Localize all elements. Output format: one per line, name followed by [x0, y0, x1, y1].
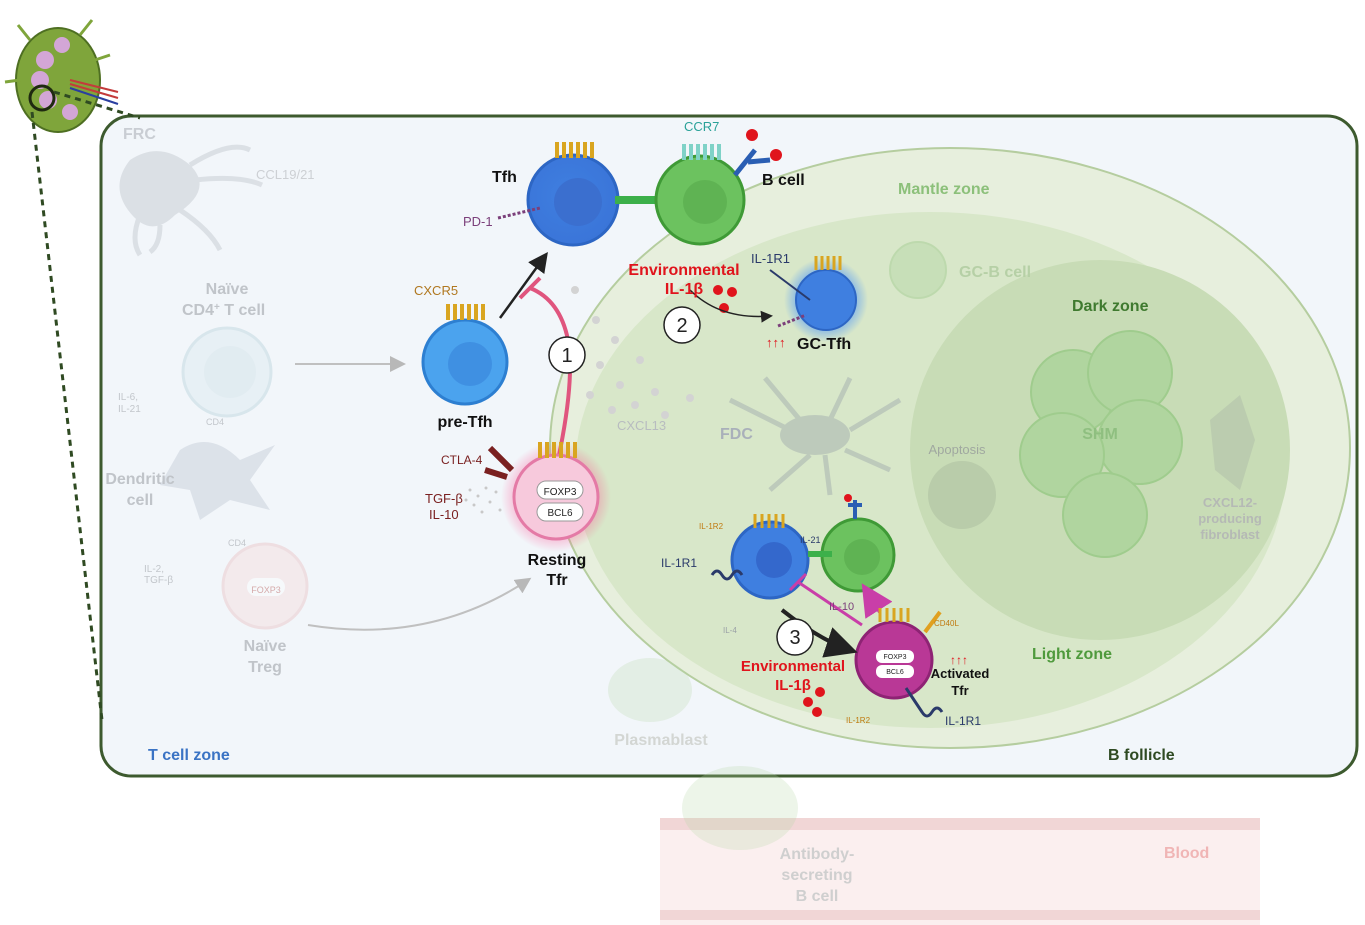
foxp3-act-label: FOXP3: [884, 654, 907, 661]
asc-label-line2: secreting: [781, 867, 852, 884]
mantle-zone-label: Mantle zone: [898, 181, 990, 198]
cxcl12-label-line2: producing: [1198, 511, 1262, 526]
b-follicle-label: B follicle: [1108, 747, 1175, 764]
il6-label: IL-6,: [118, 392, 138, 403]
cxcl13-dots: [571, 286, 694, 419]
tgfb-naive-label: TGF-β: [144, 575, 173, 586]
resting-tfr-label-line1: Resting: [528, 552, 587, 569]
tfh-cell: [497, 142, 667, 247]
tgfb-label: TGF-β: [425, 491, 463, 506]
b-cell: [654, 129, 782, 246]
naive-cd4-label-line2: CD4+ T cell: [182, 302, 265, 320]
naive-treg-label-line1: Naïve: [244, 638, 287, 655]
il10-rest-label: IL-10: [429, 507, 459, 522]
env-il1b-bottom-line1: Environmental: [741, 658, 845, 675]
env-il1b-top-line2: IL-1β: [665, 281, 703, 298]
apoptosis-label: Apoptosis: [928, 442, 986, 457]
tgfb-dots: [464, 486, 502, 514]
ccr7-label: CCR7: [684, 119, 719, 134]
cd40l-label: CD40L: [934, 619, 959, 628]
dark-zone-label: Dark zone: [1072, 298, 1149, 315]
cd4-label-b: CD4: [228, 538, 246, 548]
il4-label: IL-4: [723, 626, 737, 635]
step-3-label: 3: [789, 627, 800, 649]
up-arrows-gc-tfh: ↑↑↑: [766, 335, 786, 350]
resting-tfr-cell: [484, 442, 611, 552]
lymph-node-icon: [4, 19, 119, 133]
step-2-label: 2: [676, 315, 687, 337]
antibody-secreting-b-cell: [682, 766, 798, 850]
foxp3-naive-label: FOXP3: [251, 585, 281, 595]
il21-label-gc: IL-21: [800, 535, 821, 545]
il1r1-left-label: IL-1R1: [661, 556, 697, 570]
naive-cd4-label-line1: Naïve: [206, 281, 249, 298]
shm-label: SHM: [1082, 426, 1118, 443]
bcl6-rest-label: BCL6: [547, 508, 572, 519]
frc-cell: [119, 144, 264, 257]
ctla4-label: CTLA-4: [441, 453, 483, 467]
pre-tfh-label: pre-Tfh: [437, 414, 492, 431]
cxcl12-fibroblast: [1210, 395, 1255, 490]
ccl19-21-label: CCL19/21: [256, 167, 315, 182]
env-il1b-bottom-line2: IL-1β: [775, 677, 811, 694]
up-arrows-tfr: ↑↑↑: [950, 653, 968, 667]
il1r2-left-label: IL-1R2: [699, 522, 724, 531]
il10-act-label: IL-10: [829, 601, 854, 613]
bcl6-act-label: BCL6: [886, 669, 904, 676]
cxcl12-label-line3: fibroblast: [1200, 527, 1260, 542]
gc-tfh-cell: [769, 256, 868, 342]
blood-vessel: [660, 818, 1260, 925]
fdc-label: FDC: [720, 426, 753, 443]
foxp3-rest-label: FOXP3: [544, 487, 577, 498]
gc-b-cell: [889, 241, 947, 299]
env-il1b-top-line1: Environmental: [628, 262, 739, 279]
dendritic-cell: [160, 442, 275, 520]
shm-cells: [1019, 330, 1183, 558]
apoptotic-cell: [928, 461, 996, 529]
activated-tfr-cell: [854, 608, 944, 718]
blood-label: Blood: [1164, 845, 1209, 862]
il1r1-bottom-label: IL-1R1: [945, 714, 981, 728]
b-cell-label: B cell: [762, 172, 805, 189]
plasmablast: [608, 658, 692, 722]
light-zone-label: Light zone: [1032, 646, 1112, 663]
activated-tfr-label-line2: Tfr: [951, 683, 968, 698]
cxcl13-label: CXCL13: [617, 418, 666, 433]
frc-label: FRC: [123, 126, 156, 143]
il1r1-gc-label: IL-1R1: [751, 251, 790, 266]
asc-label-line1: Antibody-: [780, 846, 855, 863]
cxcl12-label-line1: CXCL12-: [1203, 495, 1257, 510]
naive-treg-label-line2: Treg: [248, 659, 282, 676]
step-1-marker: 1: [548, 336, 586, 374]
il2-label: IL-2,: [144, 564, 164, 575]
step-1-label: 1: [561, 345, 572, 367]
activated-tfr-label-line1: Activated: [931, 666, 990, 681]
il1r2-bottom-label: IL-1R2: [846, 716, 871, 725]
naive-cd4-t-cell: [181, 326, 273, 418]
step-2-marker: 2: [663, 306, 701, 344]
cxcr5-label: CXCR5: [414, 283, 458, 298]
gc-b-cell-label: GC-B cell: [959, 264, 1031, 281]
asc-label-line3: B cell: [796, 888, 839, 905]
pd1-label: PD-1: [463, 214, 493, 229]
gc-tfh-label: GC-Tfh: [797, 336, 851, 353]
t-cell-zone-label: T cell zone: [148, 747, 230, 764]
dendritic-label-line1: Dendritic: [105, 471, 174, 488]
il21-label: IL-21: [118, 404, 141, 415]
resting-tfr-label-line2: Tfr: [546, 572, 567, 589]
pre-tfh-cell: [421, 304, 509, 406]
cd4-label-a: CD4: [206, 417, 224, 427]
dendritic-label-line2: cell: [127, 492, 154, 509]
naive-treg: [221, 542, 309, 630]
tfh-label: Tfh: [492, 169, 517, 186]
fdc-cell: [728, 376, 902, 496]
gc-tfh-bottom-cell: [710, 514, 810, 600]
step-3-marker: 3: [776, 618, 814, 656]
plasmablast-label: Plasmablast: [614, 732, 708, 749]
